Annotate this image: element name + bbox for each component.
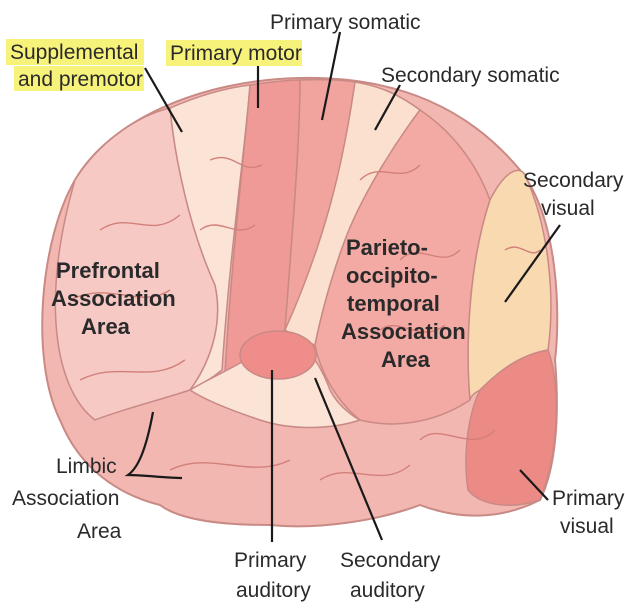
prefrontal-label-line1: Prefrontal [56, 258, 160, 283]
secondary-visual-label-line2: visual [541, 197, 595, 220]
primary-auditory-label-line1: Primary [234, 549, 307, 572]
primary-motor-label: Primary motor [170, 42, 302, 65]
parieto-label-line4: Association [341, 319, 466, 344]
primary-visual-label-line1: Primary [552, 487, 625, 510]
primary-auditory-label-line2: auditory [236, 579, 311, 602]
secondary-auditory-label-line2: auditory [350, 579, 425, 602]
parieto-label-line5: Area [381, 347, 431, 372]
parieto-label-line2: occipito- [346, 263, 438, 288]
prefrontal-label-line3: Area [81, 314, 131, 339]
limbic-label-line3: Area [77, 520, 122, 543]
prefrontal-label-line2: Association [51, 286, 176, 311]
parieto-label-line3: temporal [347, 291, 440, 316]
primary-auditory-region [240, 331, 316, 379]
secondary-visual-label-line1: Secondary [523, 169, 624, 192]
supplemental-label-line2: and premotor [18, 68, 143, 91]
limbic-label-line2: Association [12, 487, 119, 510]
limbic-label-line1: Limbic [56, 455, 117, 478]
primary-somatic-label: Primary somatic [270, 11, 421, 34]
secondary-somatic-label: Secondary somatic [381, 64, 560, 87]
primary-visual-label-line2: visual [560, 515, 614, 538]
parieto-label-line1: Parieto- [346, 235, 428, 260]
supplemental-label-line1: Supplemental [10, 41, 138, 64]
secondary-auditory-label-line1: Secondary [340, 549, 441, 572]
